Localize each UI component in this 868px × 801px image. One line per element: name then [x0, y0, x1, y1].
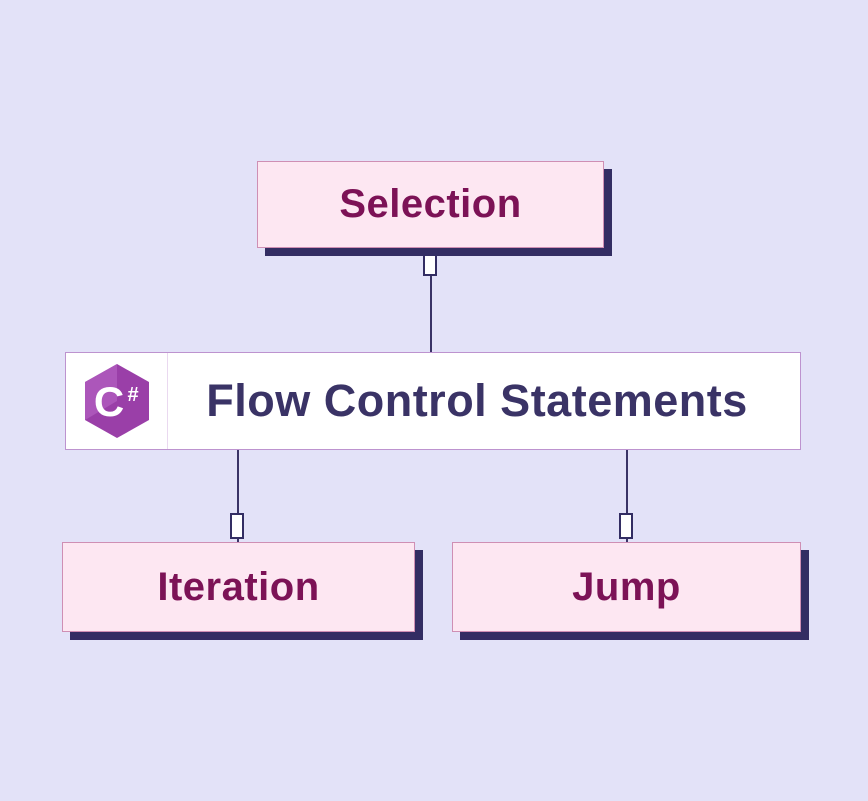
diagram-title: Flow Control Statements — [206, 375, 748, 426]
connector-center-to-iteration — [237, 450, 239, 542]
csharp-logo-cell: C # — [66, 353, 168, 449]
node-iteration: Iteration — [62, 542, 415, 632]
connector-selection-to-center — [430, 248, 432, 352]
node-selection-label: Selection — [339, 182, 522, 226]
csharp-logo-letter: C — [93, 378, 123, 425]
csharp-logo-symbol: # — [127, 384, 138, 406]
connector-center-to-jump — [626, 450, 628, 542]
connector-handle-jump — [619, 513, 633, 539]
csharp-logo-icon: C # — [84, 364, 149, 438]
node-jump-label: Jump — [572, 564, 681, 609]
connector-handle-selection — [423, 250, 437, 276]
center-box: C # Flow Control Statements — [65, 352, 801, 450]
node-iteration-label: Iteration — [157, 564, 320, 609]
node-jump: Jump — [452, 542, 801, 632]
node-selection: Selection — [257, 161, 604, 248]
connector-handle-iteration — [230, 513, 244, 539]
